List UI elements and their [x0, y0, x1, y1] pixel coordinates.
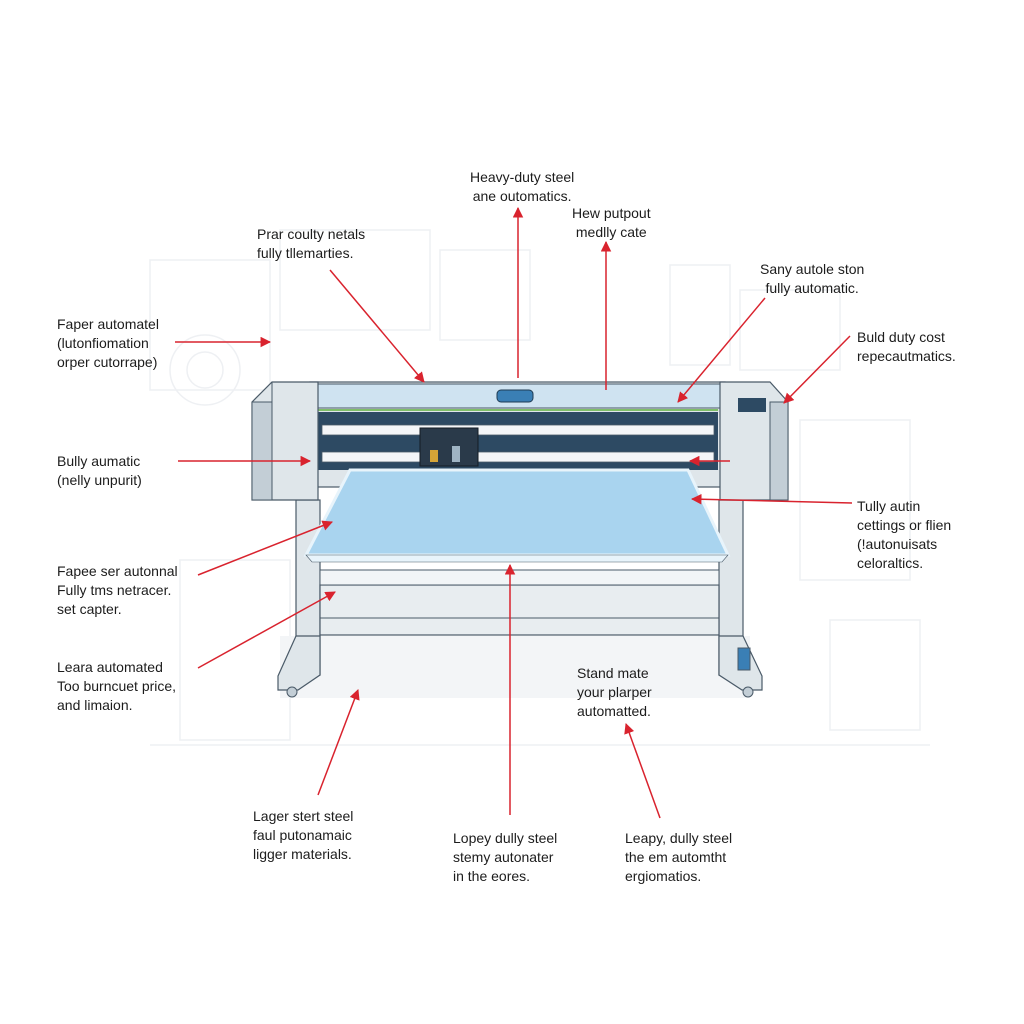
- right-wheel: [742, 686, 754, 698]
- callout-top-right-center: Hew putpout medlly cate: [572, 205, 651, 240]
- arrow-left-lower: [197, 520, 333, 576]
- arrow-right-top: [783, 335, 851, 404]
- callout-bottom-left: Lager stert steel faul putonamaic ligger…: [253, 808, 354, 862]
- callout-left-top: Faper automatel (lutonfiomation orper cu…: [57, 316, 159, 370]
- arrow-bottom-right: [624, 723, 661, 819]
- callout-left-lower: Fapee ser autonnal Fully tms netracer. s…: [57, 563, 178, 617]
- carriage-rail-lower: [321, 451, 715, 463]
- arrow-top-left: [329, 269, 425, 383]
- control-panel: [738, 398, 766, 412]
- callout-bottom-center: Lopey dully steel stemy autonater in the…: [453, 830, 558, 884]
- arrow-bottom-left: [317, 689, 360, 796]
- arrow-left-bottom: [197, 591, 336, 669]
- floor-shadow: [280, 636, 750, 698]
- cutting-bed: [303, 468, 731, 557]
- callout-left-mid: Bully aumatic (nelly unpurit): [57, 453, 142, 488]
- callout-left-bottom: Leara automated Too burncuet price, and …: [57, 659, 177, 713]
- callout-top-left: Prar coulty netals fully tllemarties.: [257, 226, 366, 261]
- callout-top-center: Heavy-duty steel ane outomatics.: [470, 169, 575, 204]
- callout-right-top: Buld duty cost repecautmatics.: [857, 329, 956, 364]
- left-wheel: [286, 686, 298, 698]
- callout-bottom-right: Leapy, dully steel the em automtht ergio…: [625, 830, 733, 884]
- callout-arrows: [175, 206, 853, 819]
- callout-right-bottom: Stand mate your plarper automatted.: [577, 665, 652, 719]
- arrow-right-mid: [690, 493, 853, 505]
- right-foot-panel: [737, 647, 751, 671]
- arrow-right-upper: [677, 297, 766, 403]
- top-display: [496, 389, 534, 403]
- left-foot: [277, 635, 321, 691]
- lower-shelf: [319, 584, 720, 636]
- plotter-machine: [251, 381, 789, 698]
- cutting-head: [419, 427, 479, 467]
- callout-right-upper: Sany autole ston fully automatic.: [760, 261, 865, 296]
- crossbar: [319, 569, 720, 586]
- carriage-rail: [321, 424, 715, 436]
- callout-right-mid: Tully autin cettings or flien (!autonuis…: [857, 498, 952, 571]
